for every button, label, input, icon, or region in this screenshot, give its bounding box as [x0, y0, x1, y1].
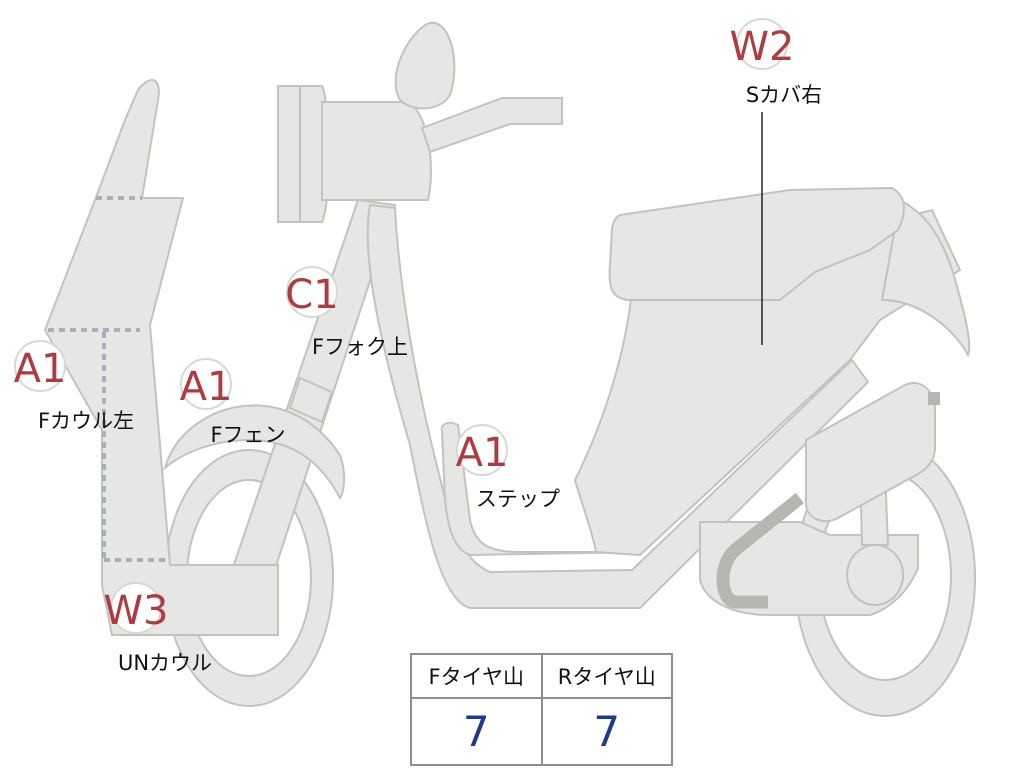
front-tire-header: Fタイヤ山: [410, 653, 543, 699]
tire-tread-table: Fタイヤ山 Rタイヤ山 7 7: [410, 653, 673, 766]
seat: [608, 186, 905, 301]
code-text: W2: [730, 24, 795, 70]
label-text: Sカバ右: [746, 83, 822, 107]
front-wheel: [164, 449, 334, 707]
mirror: [394, 21, 456, 110]
label-text: Fフェン: [210, 423, 285, 447]
callout-f-cowl-left: A1 Fカウル左: [14, 340, 134, 433]
rear-hub: [846, 544, 904, 606]
label-text: Fフォク上: [312, 335, 408, 359]
badge-circle: [286, 266, 338, 318]
front-cowl: [43, 79, 279, 636]
rear-box: [805, 382, 936, 523]
rear-tire-value: 7: [540, 697, 673, 766]
badge-circle: [456, 424, 508, 476]
callout-f-fender: A1 Fフェン: [180, 358, 286, 447]
box-bolt: [928, 392, 940, 405]
headlight-lens: [277, 85, 301, 223]
head-cowl: [321, 101, 432, 201]
rear-tire-header: Rタイヤ山: [540, 653, 673, 699]
front-fender: [163, 404, 346, 500]
tire-table-header-row: Fタイヤ山 Rタイヤ山: [410, 653, 673, 699]
badge-circle: [14, 340, 66, 392]
callout-s-cover-right: W2 Sカバ右: [730, 18, 822, 107]
badge-circle: [180, 358, 232, 410]
label-text: UNカウル: [118, 651, 212, 675]
handlebar: [420, 97, 563, 154]
tail-cowl: [880, 198, 971, 358]
front-tire-value: 7: [410, 697, 543, 766]
code-text: A1: [14, 346, 67, 392]
fork-clamp: [288, 376, 334, 424]
frame-tube: [366, 203, 870, 609]
code-text: C1: [285, 272, 338, 318]
code-text: W3: [104, 588, 169, 634]
badge-circle: [736, 18, 788, 70]
code-text: A1: [456, 430, 509, 476]
callout-under-cowl: W3 UNカウル: [104, 582, 212, 675]
callout-step: A1 ステップ: [456, 424, 560, 511]
label-text: Fカウル左: [38, 409, 134, 433]
badge-circle: [110, 582, 162, 634]
callout-f-fork-upper: C1 Fフォク上: [285, 266, 408, 359]
exhaust-pipe: [716, 492, 805, 609]
label-text: ステップ: [476, 487, 560, 511]
tire-table-value-row: 7 7: [410, 697, 673, 766]
code-text: A1: [180, 364, 233, 410]
